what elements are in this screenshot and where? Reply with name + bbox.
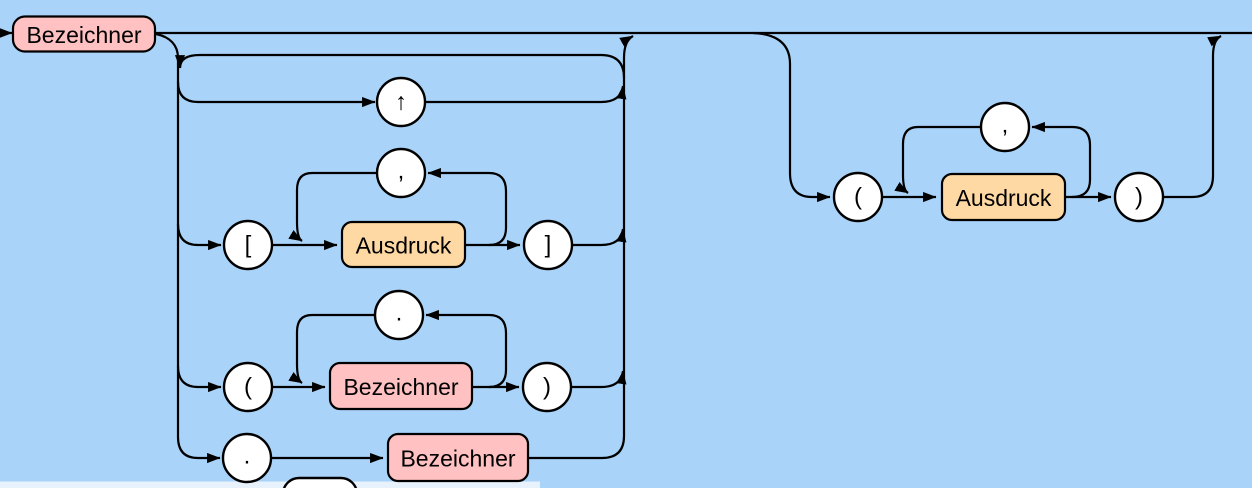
cutoff-node (282, 476, 358, 488)
open-bracket-glyph: [ (245, 232, 252, 259)
call-open-paren-circle (832, 171, 884, 223)
node-open-bracket: [ (222, 219, 274, 271)
node-close-bracket: ] (522, 219, 574, 271)
start-bezeichner-label: Bezeichner (26, 22, 141, 48)
guard-dot-glyph: . (396, 300, 403, 327)
node-start-bezeichner: Bezeichner (11, 15, 157, 53)
connector-call-loop-down (894, 125, 981, 194)
index-ausdruck-label: Ausdruck (356, 233, 452, 259)
node-call-ausdruck: Ausdruck (940, 172, 1067, 222)
connector-bracket-out (572, 228, 627, 247)
connector-guard-loop-down (288, 313, 375, 384)
connector-lines (0, 27, 1252, 464)
call-comma-circle (979, 101, 1031, 153)
close-bracket-glyph: ] (545, 232, 552, 259)
node-call-open-paren: ( (832, 171, 884, 223)
connector-guard-loop-up (425, 309, 508, 389)
up-arrow-icon: ↑ (395, 89, 407, 116)
guard-close-paren-glyph: ) (543, 374, 551, 401)
field-dot-glyph: . (244, 443, 251, 470)
call-ausdruck-label: Ausdruck (956, 185, 1052, 211)
guard-bezeichner-box (328, 361, 474, 411)
connector-index-loop-up (427, 167, 508, 247)
guard-bezeichner-label: Bezeichner (343, 374, 458, 400)
call-ausdruck-box (940, 172, 1067, 222)
call-close-paren-glyph: ) (1135, 184, 1143, 211)
index-ausdruck-box (340, 220, 467, 269)
guard-dot-circle (373, 289, 425, 341)
connector-deref-out (425, 85, 627, 104)
node-field-bezeichner: Bezeichner (386, 432, 530, 483)
field-dot-circle (221, 432, 273, 484)
connector-bracket-in (176, 223, 222, 251)
guard-open-paren-circle (222, 361, 274, 413)
node-guard-open-paren: ( (222, 361, 274, 413)
connector-guard-out (571, 370, 627, 389)
start-bezeichner-box (11, 15, 157, 53)
node-call-comma: , (979, 101, 1031, 153)
node-call-close-paren: ) (1113, 171, 1165, 223)
index-comma-circle (375, 147, 427, 199)
guard-close-paren-circle (521, 361, 573, 413)
call-comma-glyph: , (1002, 112, 1009, 139)
node-index-ausdruck: Ausdruck (340, 220, 467, 269)
guard-open-paren-glyph: ( (244, 374, 252, 401)
connector-call-out (1163, 35, 1222, 199)
call-close-paren-circle (1113, 171, 1165, 223)
node-guard-dot: . (373, 289, 425, 341)
close-bracket-circle (522, 219, 574, 271)
page-edge-strip (0, 481, 540, 488)
connector-call-in (752, 31, 831, 203)
connector-field-in (176, 436, 221, 464)
connector-call-loop-up (1031, 121, 1092, 199)
deref-circle (375, 76, 427, 128)
node-guard-bezeichner: Bezeichner (328, 361, 474, 411)
field-bezeichner-label: Bezeichner (400, 446, 515, 472)
open-bracket-circle (222, 219, 274, 271)
node-deref-arrow: ↑ (375, 76, 427, 128)
connector-loopback (174, 53, 626, 79)
connector-merge-vertical (528, 35, 634, 460)
node-guard-close-paren: ) (521, 361, 573, 413)
call-open-paren-glyph: ( (854, 184, 862, 211)
connector-guard-in (176, 365, 222, 393)
index-comma-glyph: , (398, 158, 405, 185)
connector-index-loop-down (288, 171, 377, 242)
field-bezeichner-box (386, 432, 530, 483)
node-field-dot: . (221, 432, 273, 484)
node-index-comma: , (375, 147, 427, 199)
connector-deref-in (176, 81, 376, 108)
